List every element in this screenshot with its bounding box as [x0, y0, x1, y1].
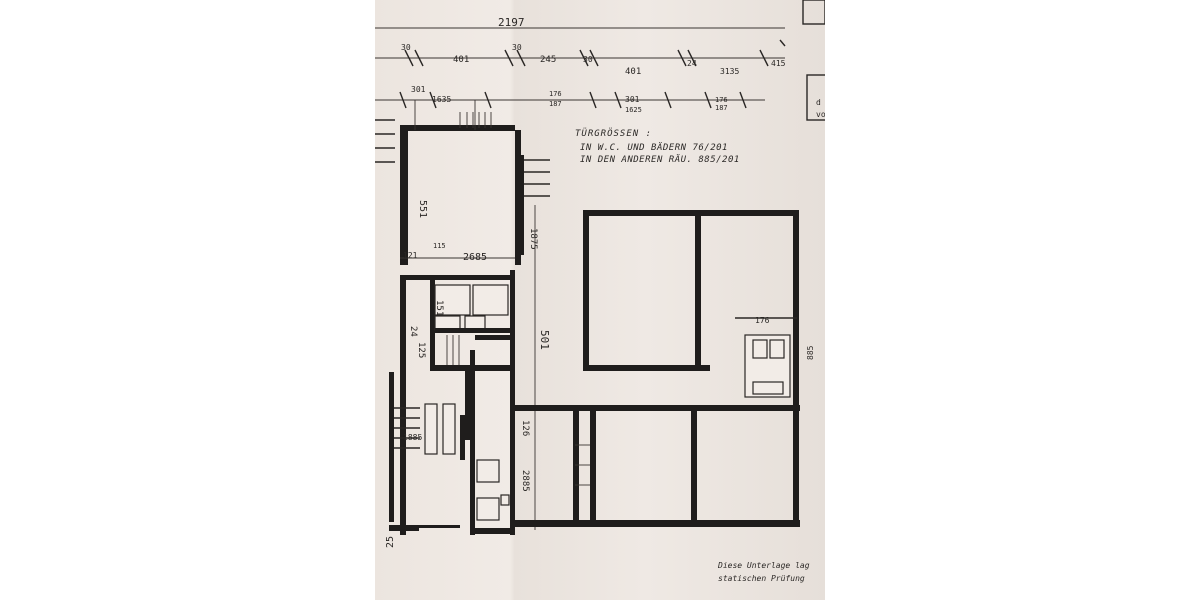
note-line-1: IN W.C. UND BÄDERN 76/201	[580, 142, 728, 153]
note-line-2: IN DEN ANDEREN RÄU. 885/201	[580, 154, 740, 165]
dim-label: 885	[806, 345, 815, 360]
dim-label: 125	[416, 342, 426, 358]
dim-label: 501	[538, 330, 551, 350]
dim-label: 30	[401, 43, 411, 52]
dim-label: 301	[625, 95, 640, 104]
middle-dimensions: 1875 501 126 2885	[520, 205, 551, 530]
dim-label: 551	[417, 200, 428, 218]
blueprint-sheet: 2197 30 401 30 245 30 401 24 3135 415 30…	[375, 0, 825, 600]
dim-label: 24	[687, 59, 697, 68]
dim-overall: 2197	[498, 16, 525, 29]
dim-label: 24	[408, 326, 418, 337]
dim-label: 126	[520, 420, 530, 436]
side-labels: d vo	[802, 0, 825, 121]
dim-label: 176	[715, 96, 728, 104]
dim-label: 2685	[463, 252, 487, 263]
dim-label: 176	[549, 90, 562, 98]
dim-label: 30	[512, 43, 522, 52]
dim-label: 115	[433, 242, 446, 250]
right-rooms: 176 885	[583, 210, 815, 405]
central-stairs	[518, 155, 550, 255]
dim-label: 401	[453, 55, 469, 65]
footer-line-1: Diese Unterlage lag	[717, 561, 810, 570]
lower-left-stairs: 1885 25	[385, 372, 465, 548]
dim-label: 3135	[720, 67, 739, 76]
dim-label: 30	[583, 55, 593, 64]
dim-label: 301	[411, 85, 426, 94]
dim-label: 401	[625, 67, 641, 77]
dim-label: 121	[403, 251, 418, 260]
dim-label: 415	[771, 59, 786, 68]
left-stair-room: 551 121 115 2685	[375, 100, 521, 265]
dim-label: 1885	[403, 433, 422, 442]
lower-rooms	[510, 405, 800, 527]
dim-label: 25	[385, 536, 396, 548]
dim-label: 187	[715, 104, 728, 112]
door-size-note: TÜRGRÖSSEN : IN W.C. UND BÄDERN 76/201 I…	[575, 128, 740, 165]
side-label: vo	[816, 110, 825, 119]
dim-label: 176	[755, 316, 770, 325]
footer-note: Diese Unterlage lag statischen Prüfung	[717, 561, 810, 583]
dim-label: 2885	[520, 470, 530, 492]
top-dimension-lines	[375, 27, 786, 109]
dim-label: 1625	[625, 106, 642, 114]
dim-label: 1635	[432, 95, 451, 104]
floor-plan-drawing: 2197 30 401 30 245 30 401 24 3135 415 30…	[375, 0, 825, 583]
dim-label: 1875	[528, 228, 538, 250]
top-dimension-labels: 2197 30 401 30 245 30 401 24 3135 415 30…	[401, 16, 786, 114]
note-title: TÜRGRÖSSEN :	[575, 128, 652, 139]
footer-line-2: statischen Prüfung	[718, 574, 805, 583]
left-wet-rooms: 151 24 125	[400, 275, 515, 535]
side-label: d	[816, 98, 821, 107]
dim-label: 151	[434, 300, 444, 316]
middle-corridor	[470, 270, 515, 535]
dim-label: 245	[540, 55, 556, 65]
dim-label: 187	[549, 100, 562, 108]
